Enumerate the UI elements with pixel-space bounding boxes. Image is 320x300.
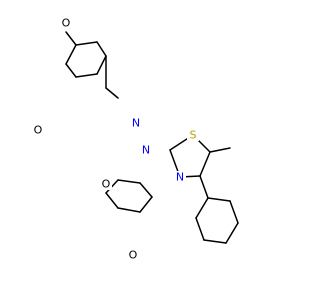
atom-n2-label: N	[142, 144, 150, 157]
bond-d2-d3	[105, 192, 119, 209]
bond-p6-p1	[207, 197, 231, 202]
atom-o4: O	[127, 249, 139, 262]
bond-a3-a4	[96, 55, 107, 75]
bond-t5-me	[209, 147, 231, 153]
atom-o1: O	[60, 17, 72, 30]
bond-d3-d4	[117, 207, 141, 213]
atom-n3-label: N	[176, 171, 184, 184]
atom-o1-label: O	[62, 17, 71, 30]
bond-a1-a2	[75, 41, 98, 46]
atom-s1-label: S	[190, 129, 197, 142]
bond-b1-b2	[105, 87, 119, 99]
bond-p4-p5	[225, 222, 239, 244]
bond-a2-a3	[96, 41, 107, 57]
atom-o3: O	[100, 178, 112, 191]
bond-t4-p1	[199, 175, 209, 199]
bond-p2-p3	[195, 217, 205, 241]
bond-t5-t4	[199, 151, 211, 177]
atom-o3-label: O	[102, 178, 111, 191]
bond-p3-p4	[203, 239, 227, 244]
bond-d4-d5	[139, 196, 153, 213]
bond-p1-p2	[195, 197, 209, 219]
bond-d6-d1	[117, 179, 141, 184]
atom-n3: N	[174, 171, 186, 184]
bond-p5-p6	[229, 200, 239, 224]
atom-o4-label: O	[129, 249, 138, 262]
atom-o2-label: O	[34, 124, 43, 137]
bond-m1-a1	[65, 31, 77, 46]
bond-a6-a1	[65, 44, 77, 65]
atom-layer: O O O O N N N S	[32, 17, 199, 262]
bond-d5-d6	[139, 182, 153, 198]
atom-o2: O	[32, 124, 44, 137]
atom-n2: N	[140, 144, 152, 157]
atom-s1: S	[187, 129, 199, 142]
atom-n1-label: N	[132, 117, 140, 130]
bond-a4-a5	[75, 73, 98, 78]
atom-n1: N	[130, 117, 142, 130]
molecule-structure: O O O O N N N S	[32, 16, 239, 262]
bond-a5-a6	[65, 63, 77, 78]
